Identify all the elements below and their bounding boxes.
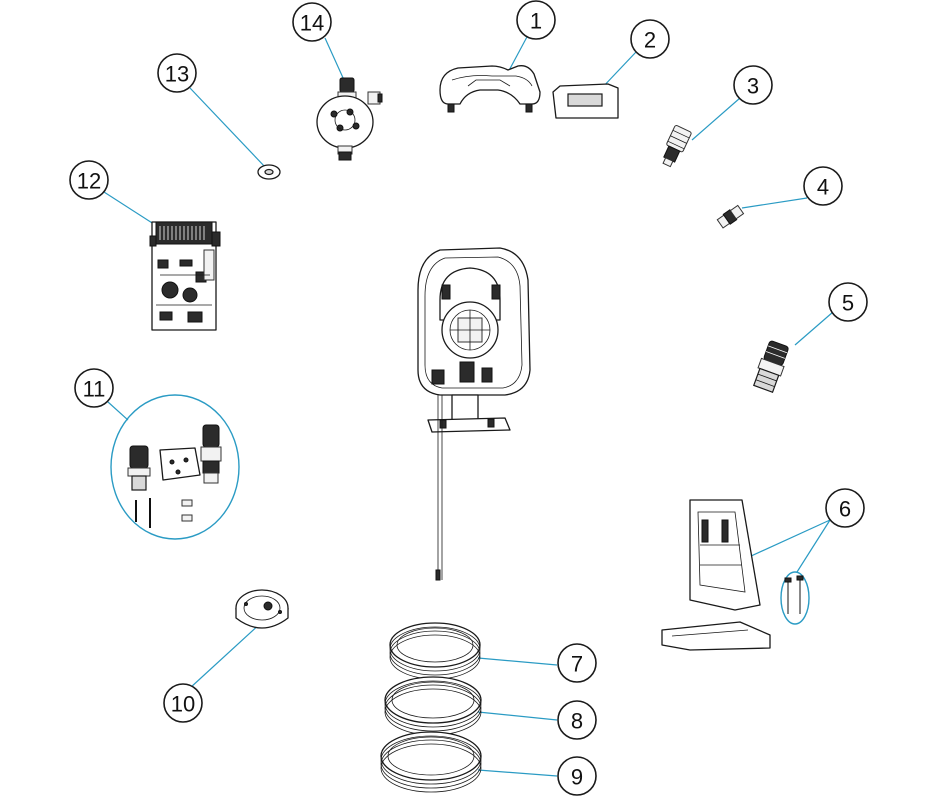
leader-14 xyxy=(324,37,345,81)
callout-label: 8 xyxy=(571,709,583,734)
part-small-connector xyxy=(716,204,745,229)
callout-2: 2 xyxy=(630,19,670,59)
callout-3: 3 xyxy=(733,65,773,105)
callout-5: 5 xyxy=(828,282,868,322)
leader-4 xyxy=(741,197,808,209)
leader-3 xyxy=(691,97,741,141)
callout-label: 12 xyxy=(77,169,101,194)
part-tubing-coil-9 xyxy=(380,731,482,793)
callout-label: 6 xyxy=(839,497,851,522)
callout-6: 6 xyxy=(825,488,865,528)
callout-label: 14 xyxy=(300,11,324,36)
leader-5 xyxy=(794,311,834,346)
leader-7 xyxy=(477,657,558,666)
part-circuit-board xyxy=(149,221,221,331)
callout-11: 11 xyxy=(74,368,114,408)
part-head-cover xyxy=(439,65,541,113)
leader-9 xyxy=(477,769,558,777)
callout-label: 3 xyxy=(747,74,759,99)
leader-12 xyxy=(103,191,161,229)
part-discharge-valve xyxy=(752,340,789,393)
callout-label: 7 xyxy=(571,652,583,677)
part-tubing-coil-8 xyxy=(384,676,482,736)
part-seal-washer xyxy=(257,164,281,180)
callout-12: 12 xyxy=(69,160,109,200)
callout-8: 8 xyxy=(557,700,597,740)
callout-label: 2 xyxy=(644,28,656,53)
part-valve-fitting xyxy=(662,125,692,168)
callout-10: 10 xyxy=(163,683,203,723)
callout-label: 9 xyxy=(571,765,583,790)
callout-4: 4 xyxy=(803,166,843,206)
part-pump-body xyxy=(417,247,531,581)
leader-13 xyxy=(189,87,267,169)
callout-1: 1 xyxy=(516,0,556,40)
callout-label: 13 xyxy=(165,62,189,87)
part-tubing-coil-7 xyxy=(389,622,481,680)
callout-9: 9 xyxy=(557,756,597,796)
callout-13: 13 xyxy=(157,53,197,93)
callout-14: 14 xyxy=(292,2,332,42)
leader-10 xyxy=(189,621,263,689)
leader-11 xyxy=(107,401,129,421)
callout-label: 4 xyxy=(817,175,829,200)
part-mounting-bracket xyxy=(661,499,810,651)
callout-label: 10 xyxy=(171,692,195,717)
part-diaphragm xyxy=(235,589,289,629)
leader-6b xyxy=(796,519,831,573)
part-label-plate xyxy=(552,83,619,119)
leader-8 xyxy=(477,711,558,721)
part-valve-head xyxy=(316,77,383,161)
callout-label: 1 xyxy=(530,9,542,34)
leader-lines xyxy=(103,34,834,777)
callout-label: 5 xyxy=(842,291,854,316)
callout-label: 11 xyxy=(83,377,106,402)
part-fitting-kit xyxy=(110,394,240,540)
callout-7: 7 xyxy=(557,643,597,683)
